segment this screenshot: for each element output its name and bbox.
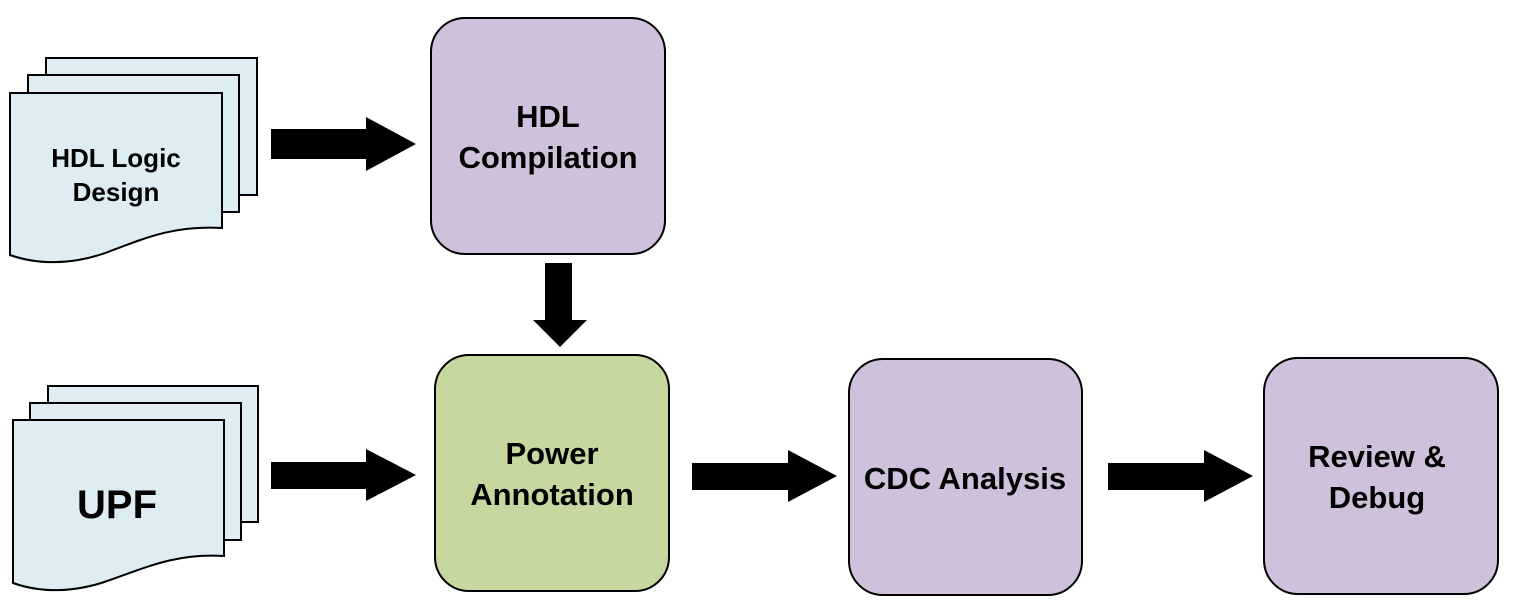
review-debug-box: Review & Debug	[1263, 357, 1499, 595]
hdl-logic-design-document: HDL Logic Design	[9, 57, 258, 264]
process-box	[430, 17, 666, 255]
power-annotation-box: Power Annotation	[434, 354, 670, 592]
process-box	[434, 354, 670, 592]
power-annotation-label-line1: Power	[505, 436, 598, 471]
doc-page-front	[12, 419, 225, 592]
upf-document: UPF	[12, 385, 259, 592]
review-debug-label-line2: Debug	[1329, 480, 1425, 515]
arrow-power-annotation-to-cdc-analysis	[692, 450, 837, 502]
cdc-analysis-label: CDC Analysis	[864, 461, 1066, 496]
arrow-hdl-design-to-compilation	[271, 117, 416, 171]
hdl-compilation-label-line1: HDL	[516, 99, 580, 134]
process-box	[1263, 357, 1499, 595]
doc-page-front	[9, 92, 223, 264]
power-annotation-label-line2: Annotation	[470, 477, 634, 512]
hdl-compilation-label-line2: Compilation	[458, 140, 637, 175]
review-debug-label-line1: Review &	[1308, 439, 1446, 474]
arrow-cdc-analysis-to-review-debug	[1108, 450, 1253, 502]
upf-label: UPF	[77, 483, 157, 527]
hdl-logic-design-label-line2: Design	[73, 177, 160, 207]
hdl-logic-design-label-line1: HDL Logic	[51, 143, 181, 173]
arrow-upf-to-power-annotation	[271, 449, 416, 501]
cdc-analysis-box: CDC Analysis	[848, 358, 1083, 596]
hdl-compilation-box: HDL Compilation	[430, 17, 666, 255]
arrow-compilation-to-power-annotation	[533, 263, 587, 347]
process-box	[848, 358, 1083, 596]
